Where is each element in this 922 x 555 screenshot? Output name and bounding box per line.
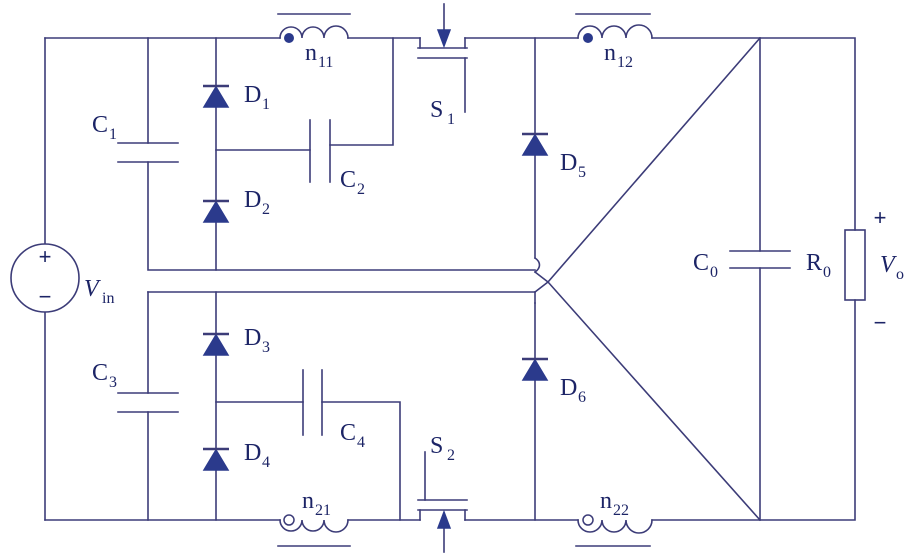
n12-label-sub: 12	[617, 54, 633, 71]
diode-d3: D 3	[202, 325, 270, 356]
capacitor-c2: C 2	[309, 119, 365, 198]
s1-label-sub: 1	[447, 111, 455, 128]
winding-n22: n 22	[575, 488, 653, 547]
output-label-sub: o	[896, 266, 904, 283]
c2-label: C	[340, 167, 356, 193]
d4-label: D	[244, 440, 261, 466]
c2-label-sub: 2	[357, 181, 365, 198]
d5-label-sub: 5	[578, 164, 586, 181]
capacitor-c0: C 0	[693, 250, 791, 281]
d2-label: D	[244, 187, 261, 213]
diode-d2-icon	[202, 200, 230, 223]
switch-s2: S 2	[417, 433, 468, 553]
n21-label: n	[302, 488, 314, 514]
r0-label-sub: 0	[823, 264, 831, 281]
s1-label: S	[430, 97, 443, 123]
d6-label-sub: 6	[578, 389, 586, 406]
diode-d6: D 6	[521, 357, 586, 406]
c3-label-sub: 3	[109, 374, 117, 391]
d2-label-sub: 2	[262, 201, 270, 218]
s2-label-sub: 2	[447, 447, 455, 464]
n22-polarity-dot	[582, 514, 594, 526]
capacitor-c1: C 1	[92, 112, 179, 163]
r0-label: R	[806, 250, 822, 276]
diode-d3-icon	[202, 333, 230, 356]
diode-d6-icon	[521, 358, 549, 381]
winding-n21: n 21	[277, 488, 351, 547]
diode-d1-icon	[202, 85, 230, 108]
n21-polarity-dot	[283, 514, 295, 526]
n11-label-sub: 11	[318, 54, 333, 71]
capacitor-c4: C 4	[302, 369, 365, 451]
output-label: V	[880, 252, 897, 278]
diode-d5: D 5	[521, 132, 586, 181]
diode-d1: D 1	[202, 82, 270, 113]
c4-label: C	[340, 420, 356, 446]
c0-label: C	[693, 250, 709, 276]
source-circle-icon	[10, 243, 80, 313]
diode-d4-icon	[202, 448, 230, 471]
c0-label-sub: 0	[710, 264, 718, 281]
d5-label: D	[560, 150, 577, 176]
n22-coil-icon	[577, 519, 653, 534]
n22-label: n	[600, 488, 612, 514]
d3-label-sub: 3	[262, 339, 270, 356]
capacitor-c3: C 3	[92, 360, 179, 413]
d4-label-sub: 4	[262, 454, 270, 471]
d6-label: D	[560, 375, 577, 401]
output-plus-sign: +	[874, 205, 887, 230]
r0-resistor-icon	[844, 229, 866, 301]
n22-label-sub: 22	[613, 502, 629, 519]
n21-coil-icon	[279, 519, 349, 533]
d1-label-sub: 1	[262, 96, 270, 113]
c1-label: C	[92, 112, 108, 138]
n11-coil-icon	[279, 25, 349, 39]
d3-label: D	[244, 325, 261, 351]
input-voltage-source: + − V in	[10, 243, 114, 313]
diode-d2: D 2	[202, 187, 270, 223]
n21-label-sub: 21	[315, 502, 331, 519]
source-label: V	[84, 276, 101, 302]
s1-arrow-icon	[436, 29, 452, 49]
n12-polarity-dot	[583, 33, 593, 43]
winding-n12: n 12	[575, 13, 653, 71]
n12-label: n	[604, 40, 616, 66]
d1-label: D	[244, 82, 261, 108]
s2-label: S	[430, 433, 443, 459]
source-minus-sign: −	[39, 284, 52, 309]
load-resistor-r0: R 0	[806, 229, 866, 301]
n12-coil-icon	[577, 24, 653, 39]
s2-arrow-icon	[436, 509, 452, 529]
winding-n11: n 11	[277, 13, 351, 71]
source-plus-sign: +	[39, 244, 52, 269]
c1-label-sub: 1	[109, 126, 117, 143]
source-label-sub: in	[102, 290, 114, 307]
diode-d5-icon	[521, 133, 549, 156]
c3-label: C	[92, 360, 108, 386]
n11-label: n	[305, 40, 317, 66]
diode-d4: D 4	[202, 440, 270, 471]
c4-label-sub: 4	[357, 434, 365, 451]
output-minus-sign: −	[874, 310, 887, 335]
wires	[44, 36, 856, 522]
switch-s1: S 1	[417, 3, 468, 128]
output-voltage: + − V o	[874, 205, 904, 335]
n11-polarity-dot	[284, 33, 294, 43]
